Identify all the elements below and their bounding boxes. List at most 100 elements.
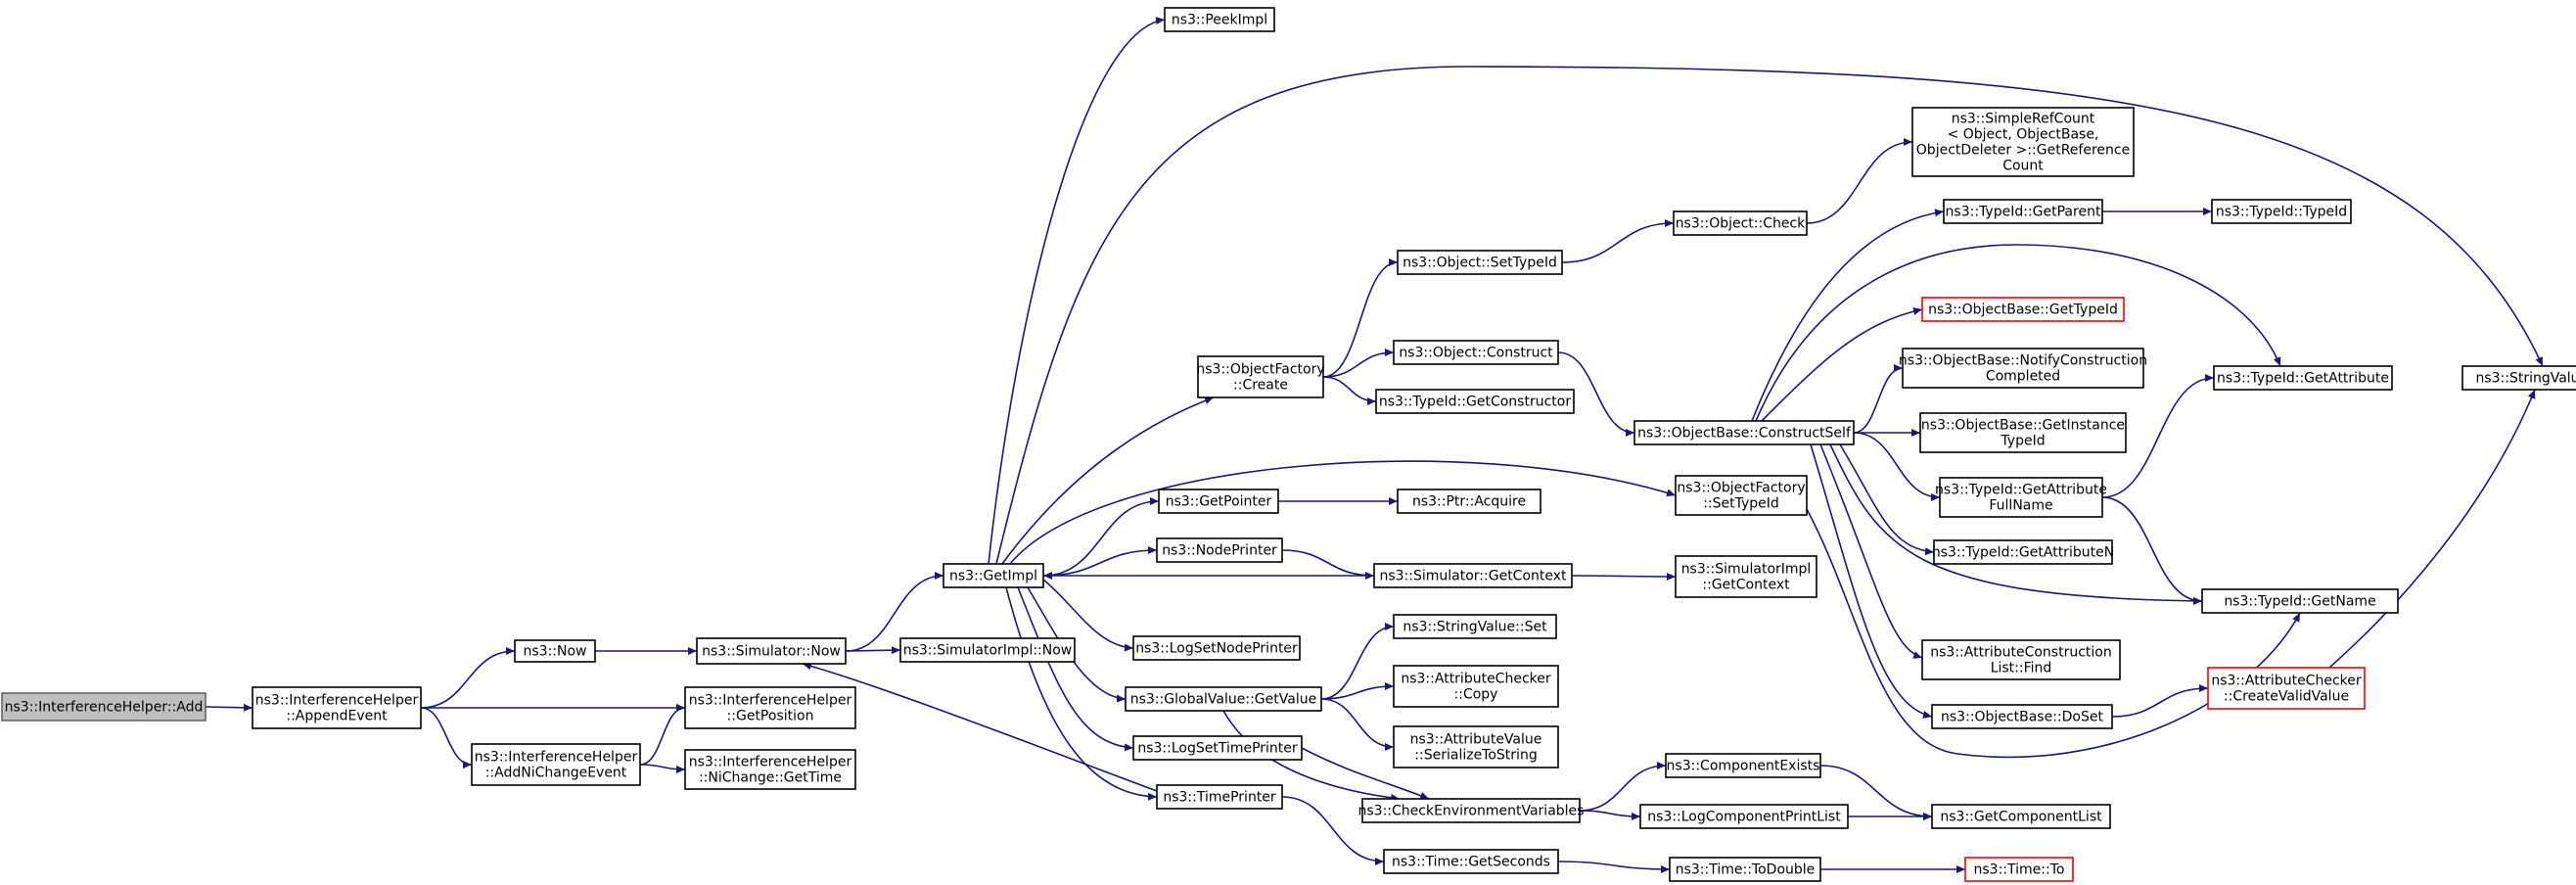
node-svget[interactable]: ns3::StringValue::Get <box>2461 365 2576 391</box>
node-simgetctx[interactable]: ns3::Simulator::GetContext <box>1373 563 1573 588</box>
node-label: ::NiChange::GetTime <box>699 770 842 786</box>
node-obdoset[interactable]: ns3::ObjectBase::DoSet <box>1931 704 2113 729</box>
node-tidgetctor[interactable]: ns3::TypeId::GetConstructor <box>1375 389 1575 414</box>
node-label: ns3::ObjectBase::GetInstance <box>1921 418 2125 434</box>
node-obnotify[interactable]: ns3::ObjectBase::NotifyConstructionCompl… <box>1899 348 2147 389</box>
node-accreate[interactable]: ns3::AttributeChecker::CreateValidValue <box>2207 667 2366 710</box>
node-simimplnow[interactable]: ns3::SimulatorImpl::Now <box>899 637 1076 663</box>
node-label: ns3::TypeId::GetAttribute <box>1935 483 2107 498</box>
edge-compexists-to-getcomplist <box>1819 765 1933 820</box>
node-label: List::Find <box>1991 661 2052 676</box>
node-timeto[interactable]: ns3::Time::To <box>1964 857 2074 882</box>
node-label: ns3::StringValue::Get <box>2475 371 2576 387</box>
edge-checkenv-to-compexists <box>1579 762 1667 812</box>
node-label: ::CreateValidValue <box>2224 689 2349 705</box>
node-tidgetattr[interactable]: ns3::TypeId::GetAttribute <box>2213 365 2393 391</box>
node-simplerefcount[interactable]: ns3::SimpleRefCount< Object, ObjectBase,… <box>1911 107 2135 177</box>
node-getimpl[interactable]: ns3::GetImpl <box>943 563 1044 588</box>
edge-ofcreate-to-objsettypeid <box>1322 258 1399 378</box>
node-label: ::Create <box>1233 378 1288 394</box>
node-label: ns3::InterferenceHelper <box>689 693 852 709</box>
node-label: ns3::TypeId::GetConstructor <box>1379 395 1571 410</box>
node-label: ns3::GlobalValue::GetValue <box>1130 692 1316 708</box>
edge-addni-to-nichange <box>639 764 686 773</box>
node-append[interactable]: ns3::InterferenceHelper::AppendEvent <box>252 686 422 729</box>
edge-getimpl-to-lognodeprinter <box>1042 579 1134 652</box>
edge-ocs-to-tidgetname <box>1829 443 2203 605</box>
node-label: ns3::StringValue::Set <box>1403 620 1547 635</box>
node-label: ns3::AttributeValue <box>1410 732 1542 748</box>
node-label: ns3::SimulatorImpl::Now <box>903 643 1073 659</box>
node-tidtypeid[interactable]: ns3::TypeId::TypeId <box>2211 199 2352 224</box>
node-obgettypeid[interactable]: ns3::ObjectBase::GetTypeId <box>1921 297 2125 322</box>
node-addni[interactable]: ns3::InterferenceHelper::AddNiChangeEven… <box>471 743 641 786</box>
node-label: ns3::TypeId::GetParent <box>1946 205 2101 220</box>
node-label: ::SerializeToString <box>1414 748 1537 764</box>
node-tidgetattrn[interactable]: ns3::TypeId::GetAttributeN <box>1932 539 2114 565</box>
node-avser[interactable]: ns3::AttributeValue::SerializeToString <box>1393 725 1559 769</box>
node-label: ::Copy <box>1454 687 1498 703</box>
node-checkenv[interactable]: ns3::CheckEnvironmentVariables <box>1358 798 1585 823</box>
node-getcomplist[interactable]: ns3::GetComponentList <box>1931 804 2111 829</box>
node-simimplctx[interactable]: ns3::SimulatorImpl::GetContext <box>1675 555 1817 598</box>
node-label: ns3::PeekImpl <box>1172 13 1267 28</box>
edge-ocs-to-tidgetattr <box>1755 244 2281 422</box>
node-label: ns3::Object::SetTypeId <box>1403 256 1557 271</box>
node-objcheck[interactable]: ns3::Object::Check <box>1673 210 1808 236</box>
node-svset[interactable]: ns3::StringValue::Set <box>1393 614 1557 639</box>
node-label: ns3::Time::To <box>1974 862 2065 878</box>
node-label: ns3::Ptr::Acquire <box>1412 494 1526 510</box>
node-ofcreate[interactable]: ns3::ObjectFactory::Create <box>1196 355 1325 398</box>
node-label: Completed <box>1986 369 2060 385</box>
node-timeprinter[interactable]: ns3::TimePrinter <box>1156 784 1283 810</box>
edge-simnow-to-getimpl <box>845 572 944 652</box>
node-ptracquire[interactable]: ns3::Ptr::Acquire <box>1397 489 1541 514</box>
node-logcompprint[interactable]: ns3::LogComponentPrintList <box>1639 804 1849 829</box>
edge-simgetctx-to-simimplctx <box>1571 572 1677 581</box>
edge-objconstruct-to-obconstructself <box>1557 351 1635 437</box>
node-compexists[interactable]: ns3::ComponentExists <box>1665 753 1821 778</box>
edge-checkenv-to-logcompprint <box>1579 810 1641 820</box>
node-label: ns3::LogSetTimePrinter <box>1137 741 1298 757</box>
node-label: ::GetContext <box>1702 578 1790 593</box>
node-label: ns3::InterferenceHelper <box>255 693 419 709</box>
edge-gvgetvalue-to-avser <box>1320 698 1395 751</box>
node-peekimpl[interactable]: ns3::PeekImpl <box>1164 7 1275 32</box>
node-nichange[interactable]: ns3::InterferenceHelper::NiChange::GetTi… <box>684 749 856 790</box>
node-accopy[interactable]: ns3::AttributeChecker::Copy <box>1393 665 1559 708</box>
node-tidgetparent[interactable]: ns3::TypeId::GetParent <box>1943 199 2103 224</box>
edge-ocs-to-obgettypeid <box>1761 307 1923 422</box>
node-label: ns3::TypeId::GetName <box>2224 594 2375 610</box>
edge-getimpl-to-nodeprinter <box>1042 546 1158 577</box>
node-logtimeprinter[interactable]: ns3::LogSetTimePrinter <box>1132 735 1303 761</box>
edge-simnow-to-simimplnow <box>845 646 901 655</box>
edge-ocs-to-acfind <box>1819 443 1923 659</box>
node-nodeprinter[interactable]: ns3::NodePrinter <box>1156 537 1283 563</box>
node-objsettypeid[interactable]: ns3::Object::SetTypeId <box>1397 250 1563 275</box>
node-now[interactable]: ns3::Now <box>514 639 596 663</box>
node-label: ns3::AttributeChecker <box>1401 672 1551 687</box>
node-getpos[interactable]: ns3::InterferenceHelper::GetPosition <box>684 686 856 729</box>
node-tidgetname[interactable]: ns3::TypeId::GetName <box>2201 588 2399 614</box>
node-ofsettypeid[interactable]: ns3::ObjectFactory::SetTypeId <box>1675 475 1808 516</box>
node-getpointer[interactable]: ns3::GetPointer <box>1158 489 1279 514</box>
edge-append-to-addni <box>420 707 473 769</box>
node-label: ::AppendEvent <box>286 709 388 724</box>
edge-timeprinter-to-timegetsec <box>1281 796 1385 865</box>
node-label: ns3::CheckEnvironmentVariables <box>1358 804 1585 819</box>
node-timetodouble[interactable]: ns3::Time::ToDouble <box>1669 857 1821 882</box>
node-objconstruct[interactable]: ns3::Object::Construct <box>1393 340 1559 365</box>
node-obconstructself[interactable]: ns3::ObjectBase::ConstructSelf <box>1633 420 1855 445</box>
node-simnow[interactable]: ns3::Simulator::Now <box>696 637 847 665</box>
node-label: ::AddNiChangeEvent <box>485 766 627 781</box>
node-label: ns3::InterferenceHelper::Add <box>5 700 204 716</box>
node-lognodeprinter[interactable]: ns3::LogSetNodePrinter <box>1132 635 1301 661</box>
node-timegetsec[interactable]: ns3::Time::GetSeconds <box>1383 849 1559 874</box>
edge-logtimeprinter-to-checkenv <box>1301 747 1430 800</box>
node-gvgetvalue[interactable]: ns3::GlobalValue::GetValue <box>1125 686 1322 712</box>
node-label: ns3::Now <box>524 644 587 660</box>
